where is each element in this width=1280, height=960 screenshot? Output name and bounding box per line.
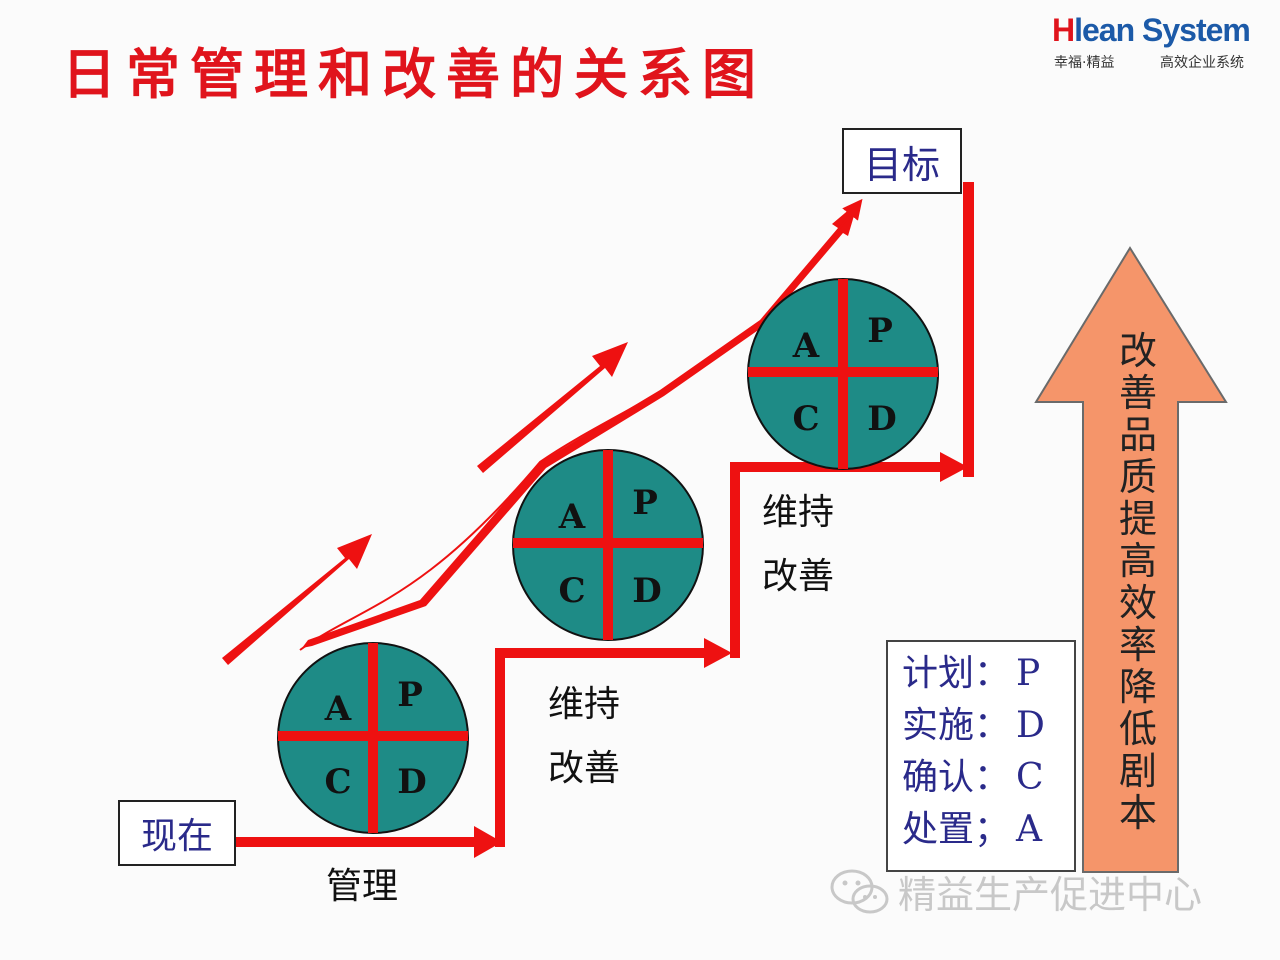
pdca-letter-p: P xyxy=(397,675,423,715)
improve-label-1: 改善 xyxy=(548,748,621,789)
pdca-letter-a: A xyxy=(792,326,820,366)
pdca-letter-c: C xyxy=(792,399,819,439)
pdca-cycle-2: A P C D xyxy=(512,449,704,641)
maintain-label-2: 维持 xyxy=(762,492,835,533)
legend-row-act: 处置；A xyxy=(902,809,1043,850)
pdca-letter-a: A xyxy=(558,497,586,537)
legend-row-plan: 计划：P xyxy=(902,653,1041,694)
pdca-letter-p: P xyxy=(632,483,658,523)
pdca-cycle-1: A P C D xyxy=(277,642,469,834)
diagonal-arrow-1 xyxy=(222,534,372,665)
goal-box: 目标 xyxy=(842,128,962,194)
big-arrow-text: 改 善 品 质 提 高 效 率 降 低 剧 本 xyxy=(1118,329,1157,835)
pdca-letter-a: A xyxy=(324,689,352,729)
management-label: 管理 xyxy=(326,866,399,907)
trend-curve xyxy=(299,198,863,651)
start-box: 现在 xyxy=(118,800,236,866)
diagonal-arrow-2 xyxy=(477,342,628,473)
pdca-letter-p: P xyxy=(867,311,893,351)
pdca-letter-d: D xyxy=(867,399,896,439)
chat-bubble-icon xyxy=(830,869,889,913)
diagonal-arrows xyxy=(222,202,858,665)
legend-row-do: 实施：D xyxy=(902,705,1045,746)
maintain-label-1: 维持 xyxy=(548,684,621,725)
pdca-letter-d: D xyxy=(632,571,661,611)
improvement-big-arrow xyxy=(1034,246,1228,873)
page-title: 日常管理和改善的关系图 xyxy=(62,43,766,106)
pdca-legend: 计划：P 实施：D 确认：C 处置；A xyxy=(886,640,1076,872)
pdca-letter-d: D xyxy=(397,762,426,802)
logo-brand: Hlean System xyxy=(1052,12,1251,48)
pdca-cycle-3: A P C D xyxy=(747,278,939,470)
legend-row-check: 确认：C xyxy=(902,757,1044,798)
logo-slogan-right: 高效企业系统 xyxy=(1160,55,1244,71)
logo-slogan-left: 幸福·精益 xyxy=(1054,55,1115,71)
brand-logo: Hlean System 幸福·精益 高效企业系统 xyxy=(1052,12,1270,72)
pdca-letter-c: C xyxy=(558,571,585,611)
improve-label-2: 改善 xyxy=(762,556,835,597)
pdca-letter-c: C xyxy=(324,762,351,802)
watermark: 精益生产促进中心 xyxy=(828,864,1202,919)
